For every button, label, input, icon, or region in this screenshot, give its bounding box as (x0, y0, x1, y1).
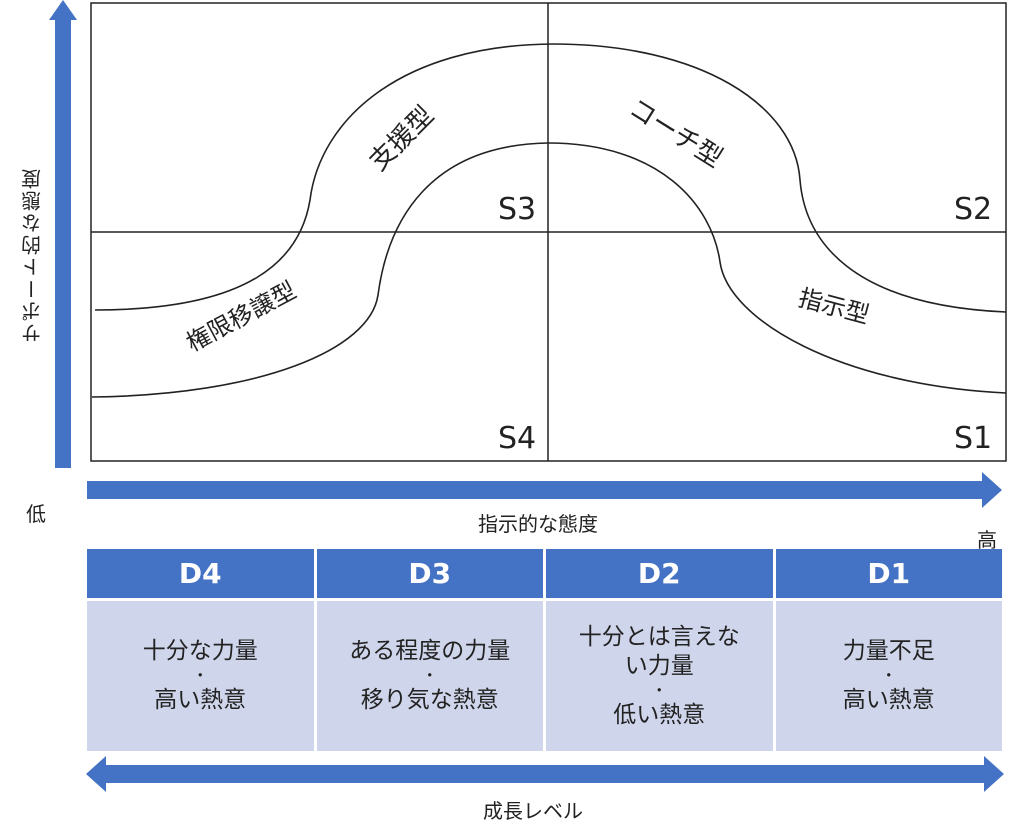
cell-d2: 十分とは言えな い力量 ・ 低い熱意 (546, 601, 773, 751)
header-d3: D3 (316, 549, 543, 598)
quadrant-label-s2: S2 (954, 192, 992, 227)
cell-d1: 力量不足 ・ 高い熱意 (775, 601, 1002, 751)
style-label-directive: 指示型 (795, 284, 872, 330)
quadrant-label-s3: S3 (498, 192, 536, 227)
cell-d2-dot: ・ (651, 680, 668, 700)
cell-d3: ある程度の力量 ・ 移り気な熱意 (316, 601, 543, 751)
y-axis-arrow (49, 0, 77, 468)
cell-d1-commitment: 高い熱意 (842, 687, 935, 713)
quadrant-label-s1: S1 (954, 421, 992, 456)
cell-d3-dot: ・ (421, 666, 438, 685)
leadership-curve (91, 43, 1007, 398)
cell-d3-competence: ある程度の力量 (349, 638, 511, 664)
cell-d2-competence-cont: い力量 (624, 652, 694, 679)
style-label-delegate: 権限移譲型 (182, 276, 301, 357)
cell-d4-commitment: 高い熱意 (154, 687, 247, 713)
style-label-coach: コーチ型 (623, 93, 727, 174)
growth-level-arrow (86, 756, 1004, 792)
growth-level-label: 成長レベル (483, 799, 583, 823)
header-d1: D1 (775, 549, 1002, 598)
cell-d4-competence: 十分な力量 (142, 638, 258, 664)
cell-d1-competence: 力量不足 (842, 638, 935, 664)
cell-d1-dot: ・ (880, 666, 897, 685)
high-label: 高 (977, 528, 997, 552)
development-level-table: D4 D3 D2 D1 十分な力量 ・ 高い熱意 ある程度の力量 ・ 移り気な熱… (87, 549, 1002, 751)
cell-d3-commitment: 移り気な熱意 (360, 687, 499, 713)
header-d2: D2 (546, 549, 773, 598)
cell-d2-commitment: 低い熱意 (613, 701, 706, 728)
quadrant-grid (90, 2, 1007, 462)
cell-d4-dot: ・ (192, 666, 209, 685)
x-axis-arrow (87, 472, 1002, 508)
cell-d4: 十分な力量 ・ 高い熱意 (87, 601, 314, 751)
low-label: 低 (26, 502, 46, 526)
y-axis-label: サポート的な態度 (20, 167, 45, 343)
cell-d2-competence: 十分とは言えな (578, 623, 740, 650)
x-axis-label: 指示的な態度 (478, 512, 598, 536)
header-d4: D4 (87, 549, 314, 598)
style-label-support: 支援型 (364, 101, 440, 177)
quadrant-label-s4: S4 (498, 421, 536, 456)
